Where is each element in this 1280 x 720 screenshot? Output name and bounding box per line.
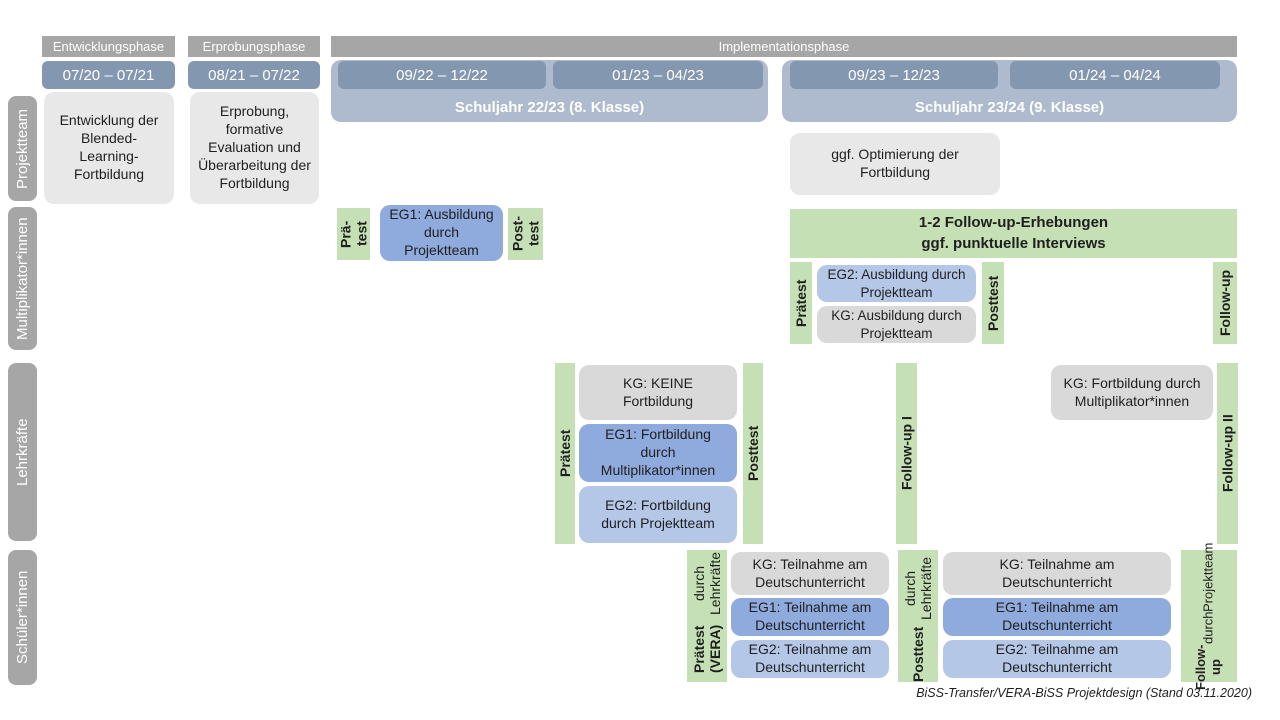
bar-followup-2: Follow-up II — [1217, 363, 1238, 544]
bar-posttest-multiplikatoren-split: Post- test — [508, 208, 543, 260]
period-09-22: 09/22 – 12/22 — [338, 61, 546, 89]
period-07-20: 07/20 – 07/21 — [42, 61, 175, 89]
row-label-multiplikatorinnen: Multiplikator*innen — [8, 207, 37, 350]
box-kg-fortbildung-multiplikatoren: KG: Fortbildung durch Multiplikator*inne… — [1051, 365, 1213, 420]
bar-praetest-vera-main: Prätest (VERA) — [690, 625, 723, 674]
bar-followup-1: Follow-up I — [896, 363, 917, 544]
box-eg1-fortbildung: EG1: Fortbildung durch Multiplikator*inn… — [579, 424, 737, 482]
period-01-23: 01/23 – 04/23 — [553, 61, 763, 89]
box-eg2-teilnahme-2: EG2: Teilnahme am Deutschunterricht — [943, 640, 1171, 678]
phase-bar-erprobungsphase: Erprobungsphase — [188, 36, 320, 57]
bar-followup-schueler: Follow-up durch Projektteam — [1181, 542, 1237, 690]
box-eg2-ausbildung: EG2: Ausbildung durch Projektteam — [817, 265, 976, 302]
box-eg2-fortbildung: EG2: Fortbildung durch Projektteam — [579, 486, 737, 543]
bar-posttest-schueler: Posttest durch Lehrkräfte — [898, 550, 938, 682]
phase-bar-entwicklungsphase: Entwicklungsphase — [42, 36, 175, 57]
bar-followup-schueler-main: Follow-up — [1193, 644, 1223, 690]
phase-bar-implementationsphase: Implementationsphase — [331, 36, 1237, 57]
row-label-schuelerinnen: Schüler*innen — [8, 550, 37, 685]
row-label-lehrkraefte: Lehrkräfte — [8, 363, 37, 541]
period-08-21: 08/21 – 07/22 — [188, 61, 320, 89]
bar-praetest-vera: Prätest (VERA) durch Lehrkräfte — [687, 550, 727, 682]
box-erprobung-evaluation: Erprobung, formative Evaluation und Über… — [190, 92, 319, 204]
bar-followup-schueler-sub1: durch — [1200, 611, 1216, 645]
box-eg1-ausbildung: EG1: Ausbildung durch Projektteam — [380, 205, 503, 261]
box-entwicklung-fortbildung: Entwicklung der Blended-Learning-Fortbil… — [44, 92, 174, 204]
box-eg1-teilnahme-2: EG1: Teilnahme am Deutschunterricht — [943, 598, 1171, 636]
school-year-label: Schuljahr 23/24 (9. Klasse) — [914, 99, 1105, 116]
bar-posttest-multiplikatoren: Posttest — [982, 262, 1004, 344]
bar-praetest-lehrkraefte: Prätest — [555, 363, 575, 544]
bar-posttest-lehrkraefte: Posttest — [743, 363, 763, 544]
box-optimierung-fortbildung: ggf. Optimierung der Fortbildung — [790, 133, 1000, 195]
box-kg-ausbildung: KG: Ausbildung durch Projektteam — [817, 306, 976, 343]
box-kg-teilnahme-2: KG: Teilnahme am Deutschunterricht — [943, 552, 1171, 595]
row-label-projektteam: Projektteam — [8, 96, 37, 201]
box-kg-keine-fortbildung: KG: KEINE Fortbildung — [579, 365, 737, 420]
period-01-24: 01/24 – 04/24 — [1010, 61, 1220, 89]
box-eg2-teilnahme-1: EG2: Teilnahme am Deutschunterricht — [731, 640, 889, 678]
bar-praetest-multiplikatoren: Prätest — [790, 262, 812, 344]
diagram-caption: BiSS-Transfer/VERA-BiSS Projektdesign (S… — [916, 686, 1252, 700]
bar-posttest-schueler-main: Posttest — [909, 626, 926, 682]
box-followup-erhebungen: 1-2 Follow-up-Erhebungen ggf. punktuelle… — [790, 209, 1237, 258]
school-year-label: Schuljahr 22/23 (8. Klasse) — [454, 99, 645, 116]
period-09-23: 09/23 – 12/23 — [790, 61, 998, 89]
bar-posttest-schueler-sub: durch Lehrkräfte — [901, 556, 934, 620]
bar-praetest-vera-sub: durch Lehrkräfte — [690, 551, 723, 615]
box-kg-teilnahme-1: KG: Teilnahme am Deutschunterricht — [731, 552, 889, 595]
bar-praetest-multiplikatoren-split: Prä- test — [337, 208, 370, 260]
bar-followup-multiplikatoren: Follow-up — [1213, 262, 1237, 344]
box-eg1-teilnahme-1: EG1: Teilnahme am Deutschunterricht — [731, 598, 889, 636]
bar-followup-schueler-sub2: Projektteam — [1200, 542, 1216, 612]
